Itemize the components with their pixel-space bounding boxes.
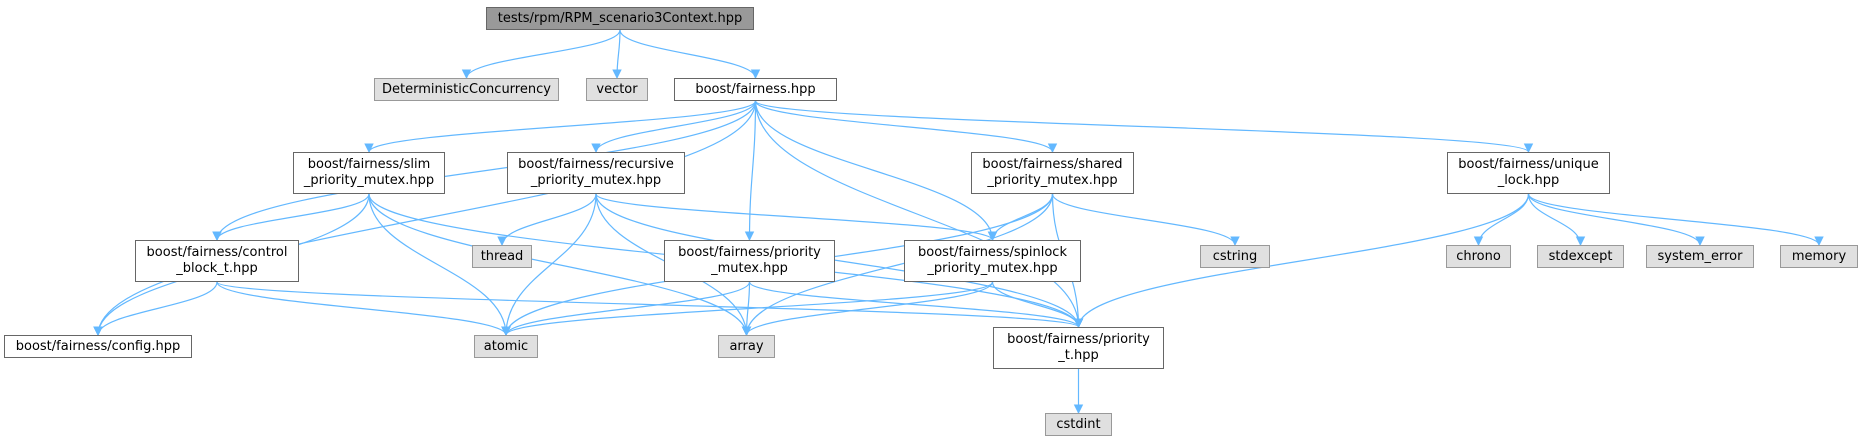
node-label-line: boost/fairness/slim bbox=[307, 157, 431, 172]
node-chrono: chrono bbox=[1446, 245, 1511, 268]
node-label-line: cstdint bbox=[1056, 416, 1101, 432]
edge-fairness-to-config bbox=[93, 100, 757, 336]
node-label-line: _t.hpp bbox=[1058, 348, 1099, 363]
node-label-line: cstring bbox=[1212, 248, 1258, 264]
edge-shared-to-cstring bbox=[1051, 193, 1240, 246]
node-pmutex[interactable]: boost/fairness/priority_mutex.hpp bbox=[664, 240, 835, 282]
node-label-line: boost/fairness/config.hpp bbox=[15, 338, 181, 354]
edge-root-to-vector bbox=[612, 29, 622, 79]
edge-control-to-config bbox=[93, 281, 218, 336]
node-label-line: vector bbox=[596, 81, 638, 97]
node-label-line: array bbox=[729, 338, 764, 354]
edge-unique-to-system-error bbox=[1527, 193, 1705, 246]
edge-pmutex-to-prio-t bbox=[748, 281, 1084, 328]
edge-unique-to-memory bbox=[1527, 193, 1824, 246]
edge-slim-to-array bbox=[368, 193, 752, 336]
node-config[interactable]: boost/fairness/config.hpp bbox=[4, 335, 192, 358]
node-shared[interactable]: boost/fairness/shared_priority_mutex.hpp bbox=[971, 152, 1134, 194]
node-label-line: _priority_mutex.hpp bbox=[303, 173, 435, 188]
node-label-line: _mutex.hpp bbox=[711, 261, 788, 276]
node-label-line: boost/fairness/shared bbox=[982, 157, 1123, 172]
node-label-line: _lock.hpp bbox=[1497, 173, 1560, 188]
node-memory: memory bbox=[1780, 245, 1858, 268]
edge-spinlock-to-atomic bbox=[501, 281, 994, 336]
edge-spinlock-to-array bbox=[741, 281, 994, 336]
node-label-line: tests/rpm/RPM_scenario3Context.hpp bbox=[497, 10, 743, 26]
edge-slim-to-atomic bbox=[368, 193, 511, 336]
edge-pmutex-to-atomic bbox=[501, 281, 751, 336]
node-array: array bbox=[718, 335, 775, 358]
edge-unique-to-stdexcept bbox=[1527, 193, 1586, 246]
node-label-line: memory bbox=[1791, 248, 1847, 264]
edge-shared-to-array bbox=[741, 193, 1054, 336]
node-label-line: _priority_mutex.hpp bbox=[927, 261, 1058, 276]
node-label-line: boost/fairness/priority bbox=[1007, 332, 1150, 347]
edge-fairness-to-prio-t bbox=[754, 100, 1084, 328]
node-label-line: thread bbox=[480, 248, 524, 264]
node-system-error: system_error bbox=[1646, 245, 1754, 268]
edge-fairness-to-slim bbox=[364, 100, 757, 153]
node-label-line: boost/fairness/spinlock bbox=[918, 245, 1067, 260]
edge-recursive-to-prio-t bbox=[595, 193, 1084, 328]
edge-fairness-to-unique bbox=[754, 100, 1534, 153]
node-prio-t[interactable]: boost/fairness/priority_t.hpp bbox=[993, 327, 1164, 369]
node-control[interactable]: boost/fairness/control_block_t.hpp bbox=[135, 240, 299, 282]
edge-root-to-det bbox=[461, 29, 621, 79]
edge-root-to-fairness bbox=[619, 29, 761, 79]
node-det: DeterministicConcurrency bbox=[374, 78, 559, 101]
node-unique[interactable]: boost/fairness/unique_lock.hpp bbox=[1447, 152, 1610, 194]
node-thread: thread bbox=[472, 245, 532, 268]
node-label-line: _priority_mutex.hpp bbox=[987, 173, 1118, 188]
edge-shared-to-spinlock bbox=[987, 193, 1054, 241]
node-atomic: atomic bbox=[474, 335, 538, 358]
node-recursive[interactable]: boost/fairness/recursive_priority_mutex.… bbox=[507, 152, 685, 194]
edge-fairness-to-shared bbox=[754, 100, 1058, 153]
node-spinlock[interactable]: boost/fairness/spinlock_priority_mutex.h… bbox=[904, 240, 1081, 282]
edge-unique-to-prio-t bbox=[1073, 193, 1530, 328]
node-label-line: system_error bbox=[1657, 248, 1743, 264]
node-label-line: DeterministicConcurrency bbox=[382, 81, 551, 97]
node-label-line: boost/fairness/recursive bbox=[518, 157, 674, 172]
edge-fairness-to-spinlock bbox=[754, 100, 998, 241]
edge-recursive-to-atomic bbox=[501, 193, 597, 336]
node-vector: vector bbox=[586, 78, 648, 101]
node-label-line: boost/fairness.hpp bbox=[695, 81, 816, 97]
node-stdexcept: stdexcept bbox=[1537, 245, 1624, 268]
node-label-line: chrono bbox=[1456, 248, 1501, 264]
edge-control-to-atomic bbox=[216, 281, 511, 336]
node-slim[interactable]: boost/fairness/slim_priority_mutex.hpp bbox=[293, 152, 445, 194]
edge-fairness-to-control bbox=[212, 100, 757, 241]
node-label-line: atomic bbox=[483, 338, 529, 354]
node-label-line: _block_t.hpp bbox=[176, 261, 258, 276]
node-label-line: boost/fairness/priority bbox=[678, 245, 821, 260]
node-fairness[interactable]: boost/fairness.hpp bbox=[674, 78, 837, 101]
node-label-line: boost/fairness/control bbox=[146, 245, 288, 260]
node-cstdint: cstdint bbox=[1045, 413, 1112, 436]
node-cstring: cstring bbox=[1200, 245, 1270, 268]
edge-recursive-to-thread bbox=[497, 193, 597, 246]
edge-fairness-to-recursive bbox=[591, 100, 757, 153]
node-root[interactable]: tests/rpm/RPM_scenario3Context.hpp bbox=[486, 7, 754, 30]
node-label-line: _priority_mutex.hpp bbox=[530, 173, 662, 188]
node-label-line: stdexcept bbox=[1548, 248, 1613, 264]
edge-slim-to-control bbox=[212, 193, 370, 241]
edge-fairness-to-pmutex bbox=[744, 100, 757, 241]
node-label-line: boost/fairness/unique bbox=[1458, 157, 1599, 172]
edge-unique-to-chrono bbox=[1473, 193, 1530, 246]
edge-recursive-to-spinlock bbox=[595, 193, 998, 241]
edge-control-to-prio-t bbox=[216, 281, 1083, 328]
